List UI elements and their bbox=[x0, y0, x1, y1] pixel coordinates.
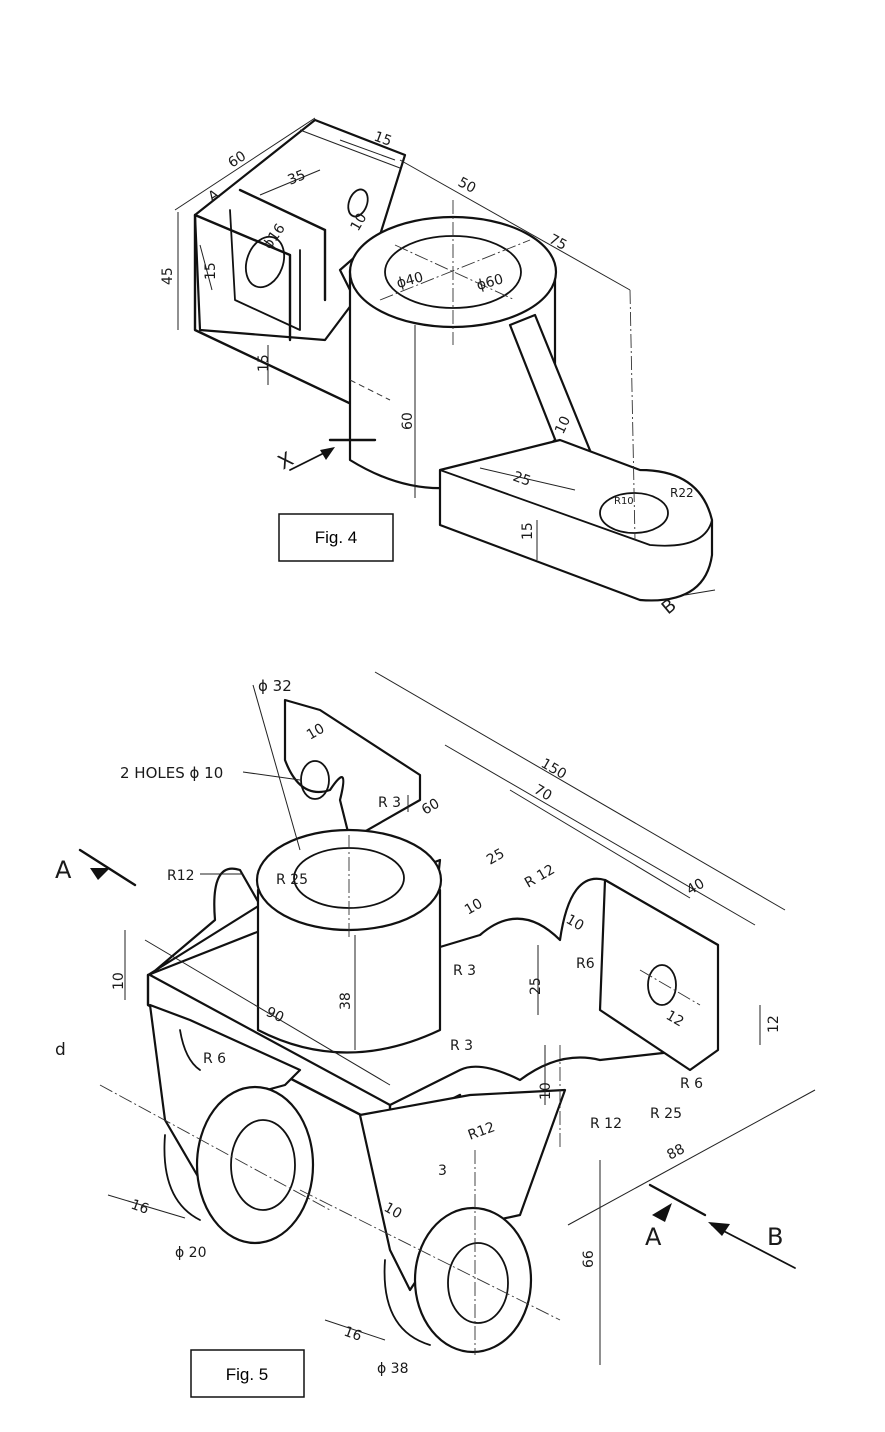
fig4-centerline-1 bbox=[379, 239, 531, 301]
fig5-wheel-left-bore bbox=[230, 1119, 296, 1211]
fig5-dim-r6-a: R 6 bbox=[203, 1051, 226, 1067]
fig4-dim-50: 50 bbox=[455, 174, 478, 196]
fig5-dim-r6-b: R6 bbox=[576, 956, 595, 972]
fig4-dim-r22: R22 bbox=[670, 486, 694, 500]
fig5-dim-150: 150 bbox=[538, 756, 569, 783]
fig5-dim-r12-a: R12 bbox=[167, 868, 195, 884]
fig5-right-lug bbox=[598, 878, 720, 1072]
fig4-dim-60-b: 60 bbox=[400, 412, 416, 430]
fig4-caption-box bbox=[278, 513, 394, 562]
fig5-section-label-a-right: A bbox=[645, 1223, 662, 1251]
fig5-dim-10-d: 10 bbox=[111, 972, 127, 990]
fig4-dim-phi40: ϕ40 bbox=[395, 269, 425, 291]
fig5-dim-40: 40 bbox=[684, 876, 707, 899]
fig4-dim-phi60: ϕ60 bbox=[475, 271, 505, 293]
fig5-edge-char: d bbox=[55, 1040, 66, 1060]
fig5-wheel-left bbox=[195, 1085, 315, 1245]
fig5-note-holes: 2 HOLES ϕ 10 bbox=[120, 764, 223, 782]
fig5-dim-88: 88 bbox=[664, 1141, 687, 1163]
fig5-section-arrow-a-right bbox=[652, 1203, 672, 1222]
fig5-dim-r25-b: R 25 bbox=[650, 1106, 682, 1122]
fig5-dim-r12-b: R 12 bbox=[522, 862, 558, 892]
fig5-dim-10-a: 10 bbox=[304, 721, 327, 744]
fig4-dim-10-a: 10 bbox=[348, 211, 371, 234]
fig5-view-line-b bbox=[711, 1224, 796, 1269]
fig5-dim-10-c: 10 bbox=[563, 912, 586, 935]
fig4-hole-16 bbox=[244, 235, 286, 289]
fig5-hole-back bbox=[300, 760, 330, 800]
fig5-dim-phi38: ϕ 38 bbox=[377, 1361, 409, 1377]
fig5-wheel-right-rim bbox=[383, 1259, 431, 1346]
fig5-dim-r12-c: R 12 bbox=[590, 1116, 622, 1132]
fig4-caption: Fig. 4 bbox=[315, 528, 358, 547]
fig5-dim-r25-a: R 25 bbox=[276, 872, 308, 888]
fig5-note-phi32: ϕ 32 bbox=[258, 677, 292, 695]
fig5-section-label-a-left: A bbox=[55, 856, 72, 884]
fig5-dim-10-leg: 10 bbox=[381, 1200, 404, 1223]
figure-4: 60 15 35 50 75 45 15 15 ϕ16 10 ϕ40 ϕ60 6… bbox=[160, 117, 716, 619]
fig5-dim-10-e: 10 bbox=[538, 1082, 554, 1100]
fig4-view-label-x: X bbox=[274, 447, 298, 475]
fig5-hole-right bbox=[647, 964, 677, 1006]
fig4-dim-75: 75 bbox=[546, 231, 569, 253]
fig5-dim-12-a: 12 bbox=[663, 1008, 686, 1031]
fig5-dim-r6-c: R 6 bbox=[680, 1076, 703, 1092]
fig4-lug bbox=[438, 438, 714, 602]
fig4-dim-10-b: 10 bbox=[552, 414, 574, 437]
fig4-dim-r10: R10 bbox=[614, 496, 634, 507]
fig5-dim-66: 66 bbox=[581, 1250, 597, 1268]
fig5-dim-r3-a: R 3 bbox=[378, 795, 401, 811]
fig5-wheel-left-rim bbox=[163, 1134, 201, 1221]
fig4-hole-small bbox=[347, 188, 369, 218]
fig4-dim-25: 25 bbox=[511, 469, 533, 490]
fig5-dim-12-b: 12 bbox=[766, 1015, 782, 1033]
fig5-dim-90: 90 bbox=[263, 1004, 286, 1026]
fig5-dim-r3-c: R 3 bbox=[450, 1038, 473, 1054]
fig4-hidden-edge bbox=[349, 379, 391, 401]
fig4-dim-15: 15 bbox=[372, 129, 394, 150]
fig5-section-line-a-right bbox=[648, 1183, 707, 1217]
fig4-dim-60: 60 bbox=[225, 148, 249, 171]
fig5-caption-box bbox=[190, 1349, 305, 1398]
fig5-back-plate bbox=[283, 698, 422, 842]
fig4-slot bbox=[229, 209, 301, 331]
fig4-base-block bbox=[193, 118, 407, 342]
fig4-centerline-2 bbox=[394, 244, 516, 301]
fig5-view-arrow-b bbox=[708, 1222, 730, 1236]
fig4-dim-15-b: 15 bbox=[203, 262, 219, 280]
fig5-caption: Fig. 5 bbox=[226, 1365, 269, 1384]
fig5-dim-70: 70 bbox=[531, 782, 554, 805]
fig5-dim-60: 60 bbox=[419, 796, 442, 819]
fig4-dim-45: 45 bbox=[160, 267, 176, 285]
fig5-section-arrow-a-left bbox=[90, 868, 110, 880]
fig5-wheel-right bbox=[413, 1206, 533, 1354]
fig5-leg-left-slot bbox=[179, 1029, 201, 1071]
fig5-dim-16-a: 16 bbox=[129, 1197, 151, 1218]
fig5-dim-phi20: ϕ 20 bbox=[175, 1245, 207, 1261]
fig5-centerlines bbox=[99, 835, 701, 1355]
fig5-view-label-b: B bbox=[767, 1223, 783, 1251]
fig5-dim-3: 3 bbox=[438, 1163, 447, 1179]
fig4-base-outline bbox=[193, 188, 387, 422]
figure-5: 2 HOLES ϕ 10 ϕ 32 150 70 60 25 40 10 10 … bbox=[55, 671, 816, 1398]
fig5-dim-10-b: 10 bbox=[462, 896, 485, 919]
fig4-dim-35: 35 bbox=[286, 167, 309, 189]
fig4-dim-15-c: 15 bbox=[256, 354, 272, 372]
fig5-dim-25-b: 25 bbox=[528, 977, 544, 995]
fig5-dim-38: 38 bbox=[338, 992, 354, 1010]
fig5-boss-body bbox=[256, 888, 442, 1054]
fig4-dim-15-d: 15 bbox=[520, 522, 536, 540]
fig4-view-arrowhead-x bbox=[320, 447, 335, 460]
fig5-dim-r3-b: R 3 bbox=[453, 963, 476, 979]
fig5-dim-25-a: 25 bbox=[484, 846, 507, 869]
fig5-dimension-lines bbox=[107, 671, 816, 1365]
fig4-centerline-lug bbox=[629, 289, 636, 541]
fig5-wheel-right-bore bbox=[447, 1242, 509, 1324]
fig5-section-line-a-left bbox=[78, 848, 137, 887]
fig4-dimension-lines bbox=[174, 117, 716, 596]
fig4-lug-top bbox=[439, 469, 713, 547]
fig5-dim-16-b: 16 bbox=[342, 1324, 364, 1345]
